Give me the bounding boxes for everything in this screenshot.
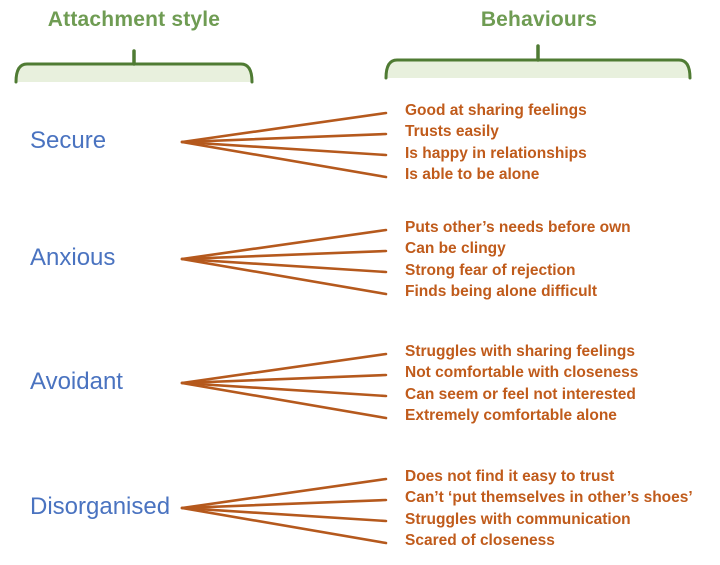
fan-lines: [180, 477, 388, 545]
fan-lines: [180, 111, 388, 179]
fan-lines: [180, 352, 388, 420]
attachment-style-column-header: Attachment style: [47, 8, 221, 31]
behaviour-text: Is able to be alone: [405, 166, 540, 184]
behaviour-text: Strong fear of rejection: [405, 261, 576, 279]
behaviour-text: Does not find it easy to trust: [405, 468, 615, 485]
behaviour-text: Not comfortable with closeness: [405, 364, 639, 382]
behaviours-list: Does not find it easy to trust Can’t ‘pu…: [405, 466, 693, 552]
attachment-group: Anxious Puts other’s needs before own Ca…: [0, 212, 720, 308]
behaviours-list: Struggles with sharing feelings Not comf…: [405, 341, 638, 427]
behaviour-text: Is happy in relationships: [405, 144, 587, 162]
behaviour-text: Can be clingy: [405, 240, 506, 258]
behaviours-list: Puts other’s needs before own Can be cli…: [405, 217, 631, 303]
behaviours-column-header: Behaviours: [480, 8, 598, 31]
attachment-style-label: Secure: [30, 127, 107, 154]
attachment-group: Disorganised Does not find it easy to tr…: [0, 461, 720, 557]
attachment-group: Secure Good at sharing feelings Trusts e…: [0, 95, 720, 191]
behaviour-text: Can’t ‘put themselves in other’s shoes’: [405, 489, 693, 507]
attachment-group: Avoidant Struggles with sharing feelings…: [0, 336, 720, 432]
behaviour-text: Extremely comfortable alone: [405, 407, 617, 425]
attachment-style-label: Disorganised: [30, 493, 171, 520]
behaviours-brace: [384, 44, 692, 80]
behaviour-text: Struggles with communication: [405, 510, 631, 528]
behaviour-text: Can seem or feel not interested: [405, 385, 636, 403]
behaviour-text: Trusts easily: [405, 123, 499, 141]
attachment-style-brace: [14, 49, 254, 84]
behaviour-text: Good at sharing feelings: [405, 102, 587, 119]
behaviour-text: Finds being alone difficult: [405, 283, 598, 301]
behaviour-text: Scared of closeness: [405, 532, 555, 550]
behaviour-text: Puts other’s needs before own: [405, 219, 631, 236]
behaviours-list: Good at sharing feelings Trusts easily I…: [405, 100, 587, 186]
attachment-style-label: Anxious: [30, 244, 116, 271]
fan-lines: [180, 228, 388, 296]
behaviour-text: Struggles with sharing feelings: [405, 343, 635, 360]
attachment-style-label: Avoidant: [30, 368, 123, 395]
